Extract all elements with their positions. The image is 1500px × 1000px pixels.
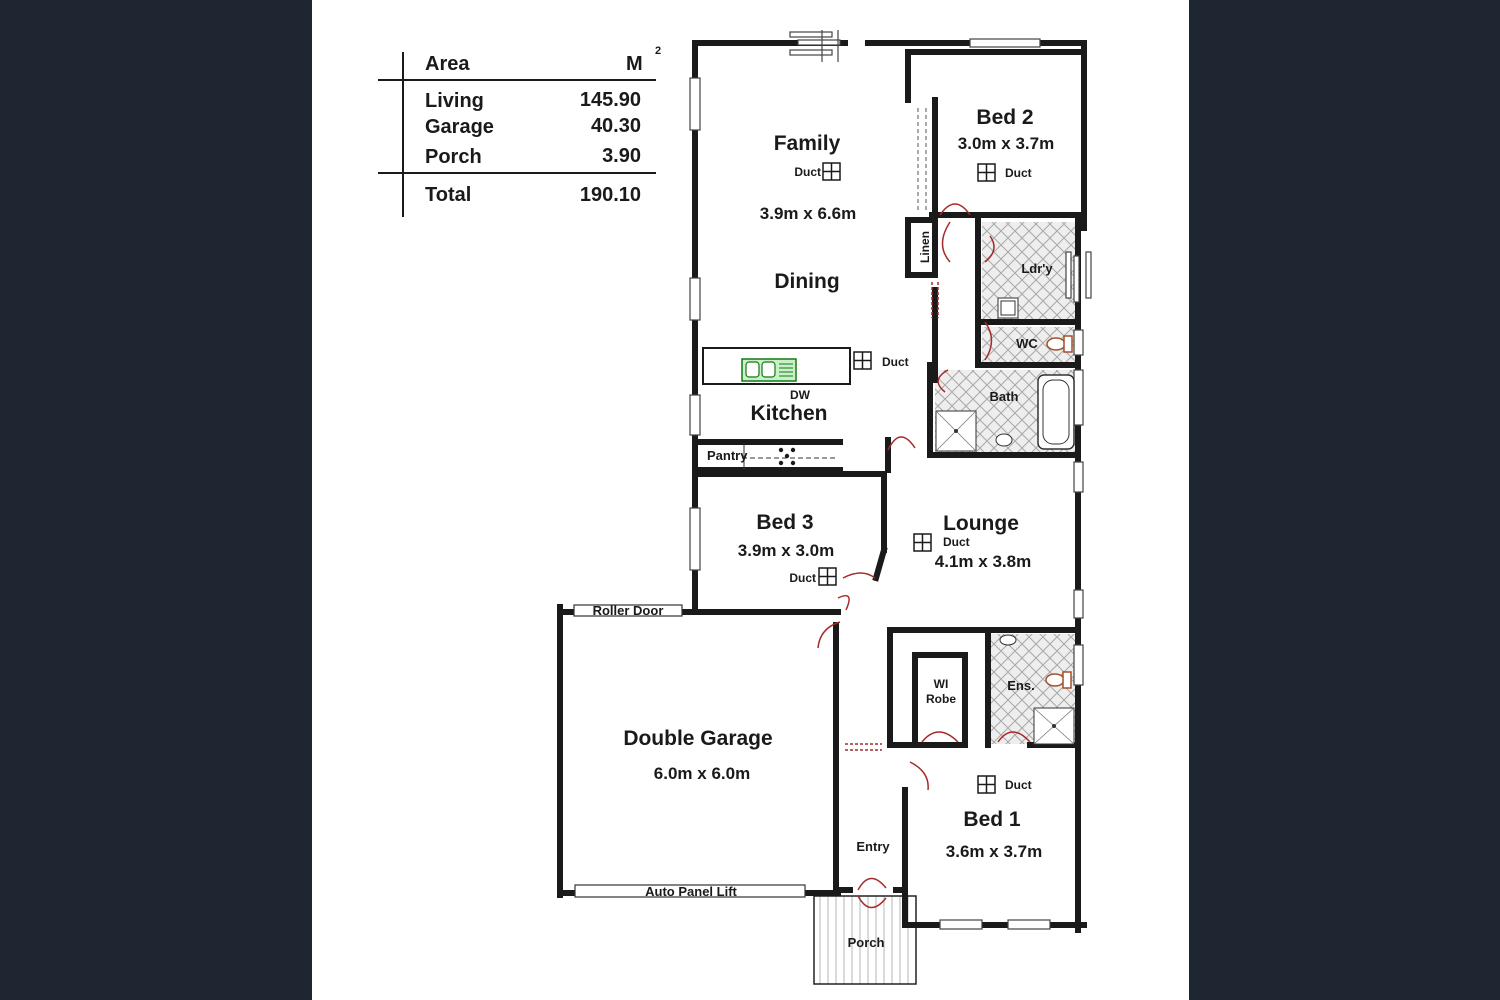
auto-panel-lift-label: Auto Panel Lift: [645, 884, 737, 899]
duct-icons: [818, 162, 996, 794]
area-row-garage-label: Garage: [425, 116, 494, 138]
ensuite-vanity-icon: [999, 634, 1017, 646]
ensuite-toilet-icon: [1045, 671, 1072, 689]
duct-icon: [818, 567, 837, 586]
area-row-porch-value: 3.90: [602, 145, 641, 167]
wc-toilet-icon: [1046, 335, 1073, 353]
garage-dims: 6.0m x 6.0m: [654, 764, 750, 783]
bath-vanity-icon: [995, 433, 1013, 447]
area-header-label: Area: [425, 53, 470, 75]
laundry-label: Ldr'y: [1021, 261, 1053, 276]
bed3-dims: 3.9m x 3.0m: [738, 541, 834, 560]
kitchen-fixtures: [702, 347, 851, 470]
duct-label: Duct: [1005, 166, 1032, 180]
porch-label: Porch: [848, 935, 885, 950]
pantry-label: Pantry: [707, 448, 748, 463]
area-table: Area M 2 Living 145.90 Garage 40.30 Porc…: [378, 45, 661, 217]
duct-label: Duct: [943, 535, 970, 549]
bed1-dims: 3.6m x 3.7m: [946, 842, 1042, 861]
roller-door-bar: [573, 604, 683, 617]
wc-label: WC: [1016, 336, 1038, 351]
kitchen-label: Kitchen: [750, 402, 827, 425]
area-header-unit: M: [626, 53, 643, 75]
duct-label: Duct: [794, 165, 821, 179]
family-label: Family: [774, 132, 841, 155]
duct-icon: [977, 163, 996, 182]
roller-door-label: Roller Door: [593, 603, 664, 618]
lounge-dims: 4.1m x 3.8m: [935, 552, 1031, 571]
cooktop-icon: [778, 447, 796, 466]
area-total-value: 190.10: [580, 184, 641, 206]
dw-label: DW: [790, 388, 811, 402]
bed2-label: Bed 2: [976, 106, 1033, 129]
dining-label: Dining: [774, 270, 839, 293]
duct-icon: [822, 162, 841, 181]
duct-label: Duct: [1005, 778, 1032, 792]
auto-panel-lift-bar: [574, 884, 806, 898]
area-row-living-label: Living: [425, 90, 484, 112]
wardrobe-doors: [917, 108, 927, 212]
bed3-label: Bed 3: [756, 511, 813, 534]
area-total-label: Total: [425, 184, 471, 206]
fixtures: [935, 297, 1075, 745]
area-row-porch-label: Porch: [425, 146, 482, 168]
bath-label: Bath: [990, 389, 1019, 404]
lounge-label: Lounge: [943, 512, 1019, 535]
duct-label: Duct: [789, 571, 816, 585]
room-labels: Family Duct 3.9m x 6.6m Dining Bed 2 3.0…: [593, 106, 1055, 950]
wi-robe-label-line1: WI: [934, 677, 949, 691]
windows: [689, 38, 1084, 930]
family-dims: 3.9m x 6.6m: [760, 204, 856, 223]
duct-label: Duct: [882, 355, 909, 369]
door-swings: [817, 203, 1031, 909]
floor-plan-sheet: Area M 2 Living 145.90 Garage 40.30 Porc…: [312, 0, 1189, 1000]
entry-label: Entry: [856, 839, 890, 854]
walls: [557, 40, 1087, 933]
linen-label: Linen: [918, 231, 932, 263]
duct-icon: [913, 533, 932, 552]
porch-deck: [813, 895, 917, 985]
area-row-living-value: 145.90: [580, 89, 641, 111]
area-row-garage-value: 40.30: [591, 115, 641, 137]
duct-icon: [977, 775, 996, 794]
bed1-label: Bed 1: [963, 808, 1021, 831]
duct-icon: [853, 351, 872, 370]
floor-plan: Area M 2 Living 145.90 Garage 40.30 Porc…: [378, 30, 1092, 985]
area-header-unit-sup: 2: [655, 45, 661, 57]
sliding-door-top: [789, 30, 841, 62]
bed2-dims: 3.0m x 3.7m: [958, 134, 1054, 153]
laundry-sliding-door: [1065, 251, 1092, 303]
openings: [845, 282, 939, 751]
wi-robe-label-line2: Robe: [926, 692, 956, 706]
ensuite-label: Ens.: [1007, 678, 1034, 693]
garage-label: Double Garage: [623, 727, 772, 750]
